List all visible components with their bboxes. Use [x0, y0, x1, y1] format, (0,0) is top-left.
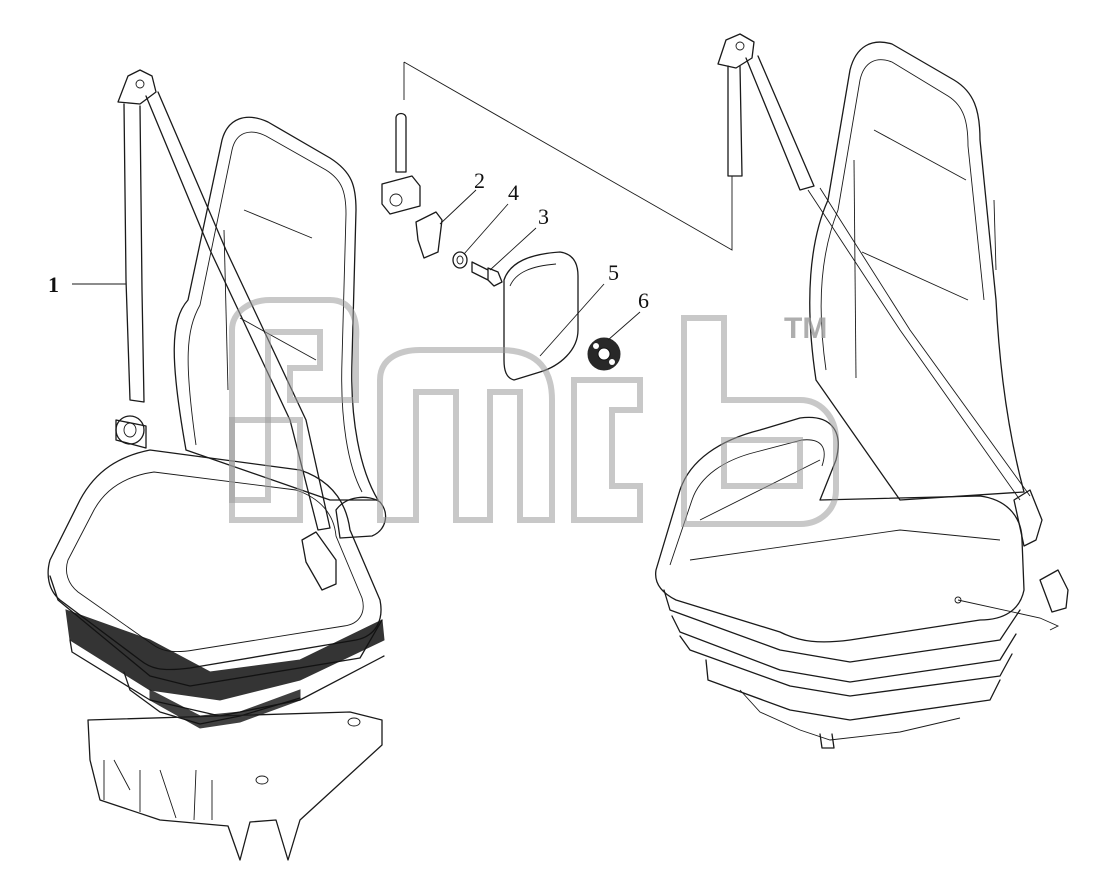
left-belt-top-anchor	[117, 69, 157, 105]
leader-line-5	[539, 283, 605, 357]
right-belt-top-anchor	[717, 33, 755, 69]
left-belt-buckle	[301, 531, 337, 591]
left-seat-suspension	[65, 609, 385, 701]
headrest-post	[395, 112, 407, 173]
left-seat-backrest	[173, 116, 379, 501]
part-2-clip	[415, 211, 443, 259]
watermark-trademark: TM	[784, 312, 827, 345]
left-seat-assembly	[47, 69, 387, 861]
part-4-washer	[452, 251, 468, 269]
left-seat-cushion	[47, 449, 382, 671]
part-6-knob	[587, 337, 621, 371]
callout-2: 2	[474, 168, 485, 193]
left-floor-mount	[87, 711, 383, 861]
callout-1: 1	[48, 272, 59, 297]
left-seat-belt	[123, 103, 145, 403]
callout-5: 5	[608, 260, 619, 285]
part-5-headrest-pad	[503, 251, 579, 381]
part-3-bolt	[471, 261, 503, 287]
right-seat-belt	[727, 65, 743, 177]
assembly-guide-line	[403, 61, 733, 251]
right-seat-suspension	[663, 589, 1021, 663]
callout-6: 6	[638, 288, 649, 313]
leader-line-3	[489, 227, 537, 271]
callout-4: 4	[508, 180, 519, 205]
right-seat-assembly	[654, 33, 1069, 749]
right-seat-backrest	[809, 41, 1025, 501]
leader-line-6	[607, 311, 641, 341]
leader-line-2	[439, 189, 477, 225]
callout-3: 3	[538, 204, 549, 229]
headrest-mount-parts	[72, 61, 733, 381]
right-seat-cushion	[654, 416, 1025, 643]
watermark-logo: TM	[229, 297, 839, 527]
right-belt-buckle	[1013, 489, 1043, 547]
leader-line-4	[463, 203, 509, 255]
